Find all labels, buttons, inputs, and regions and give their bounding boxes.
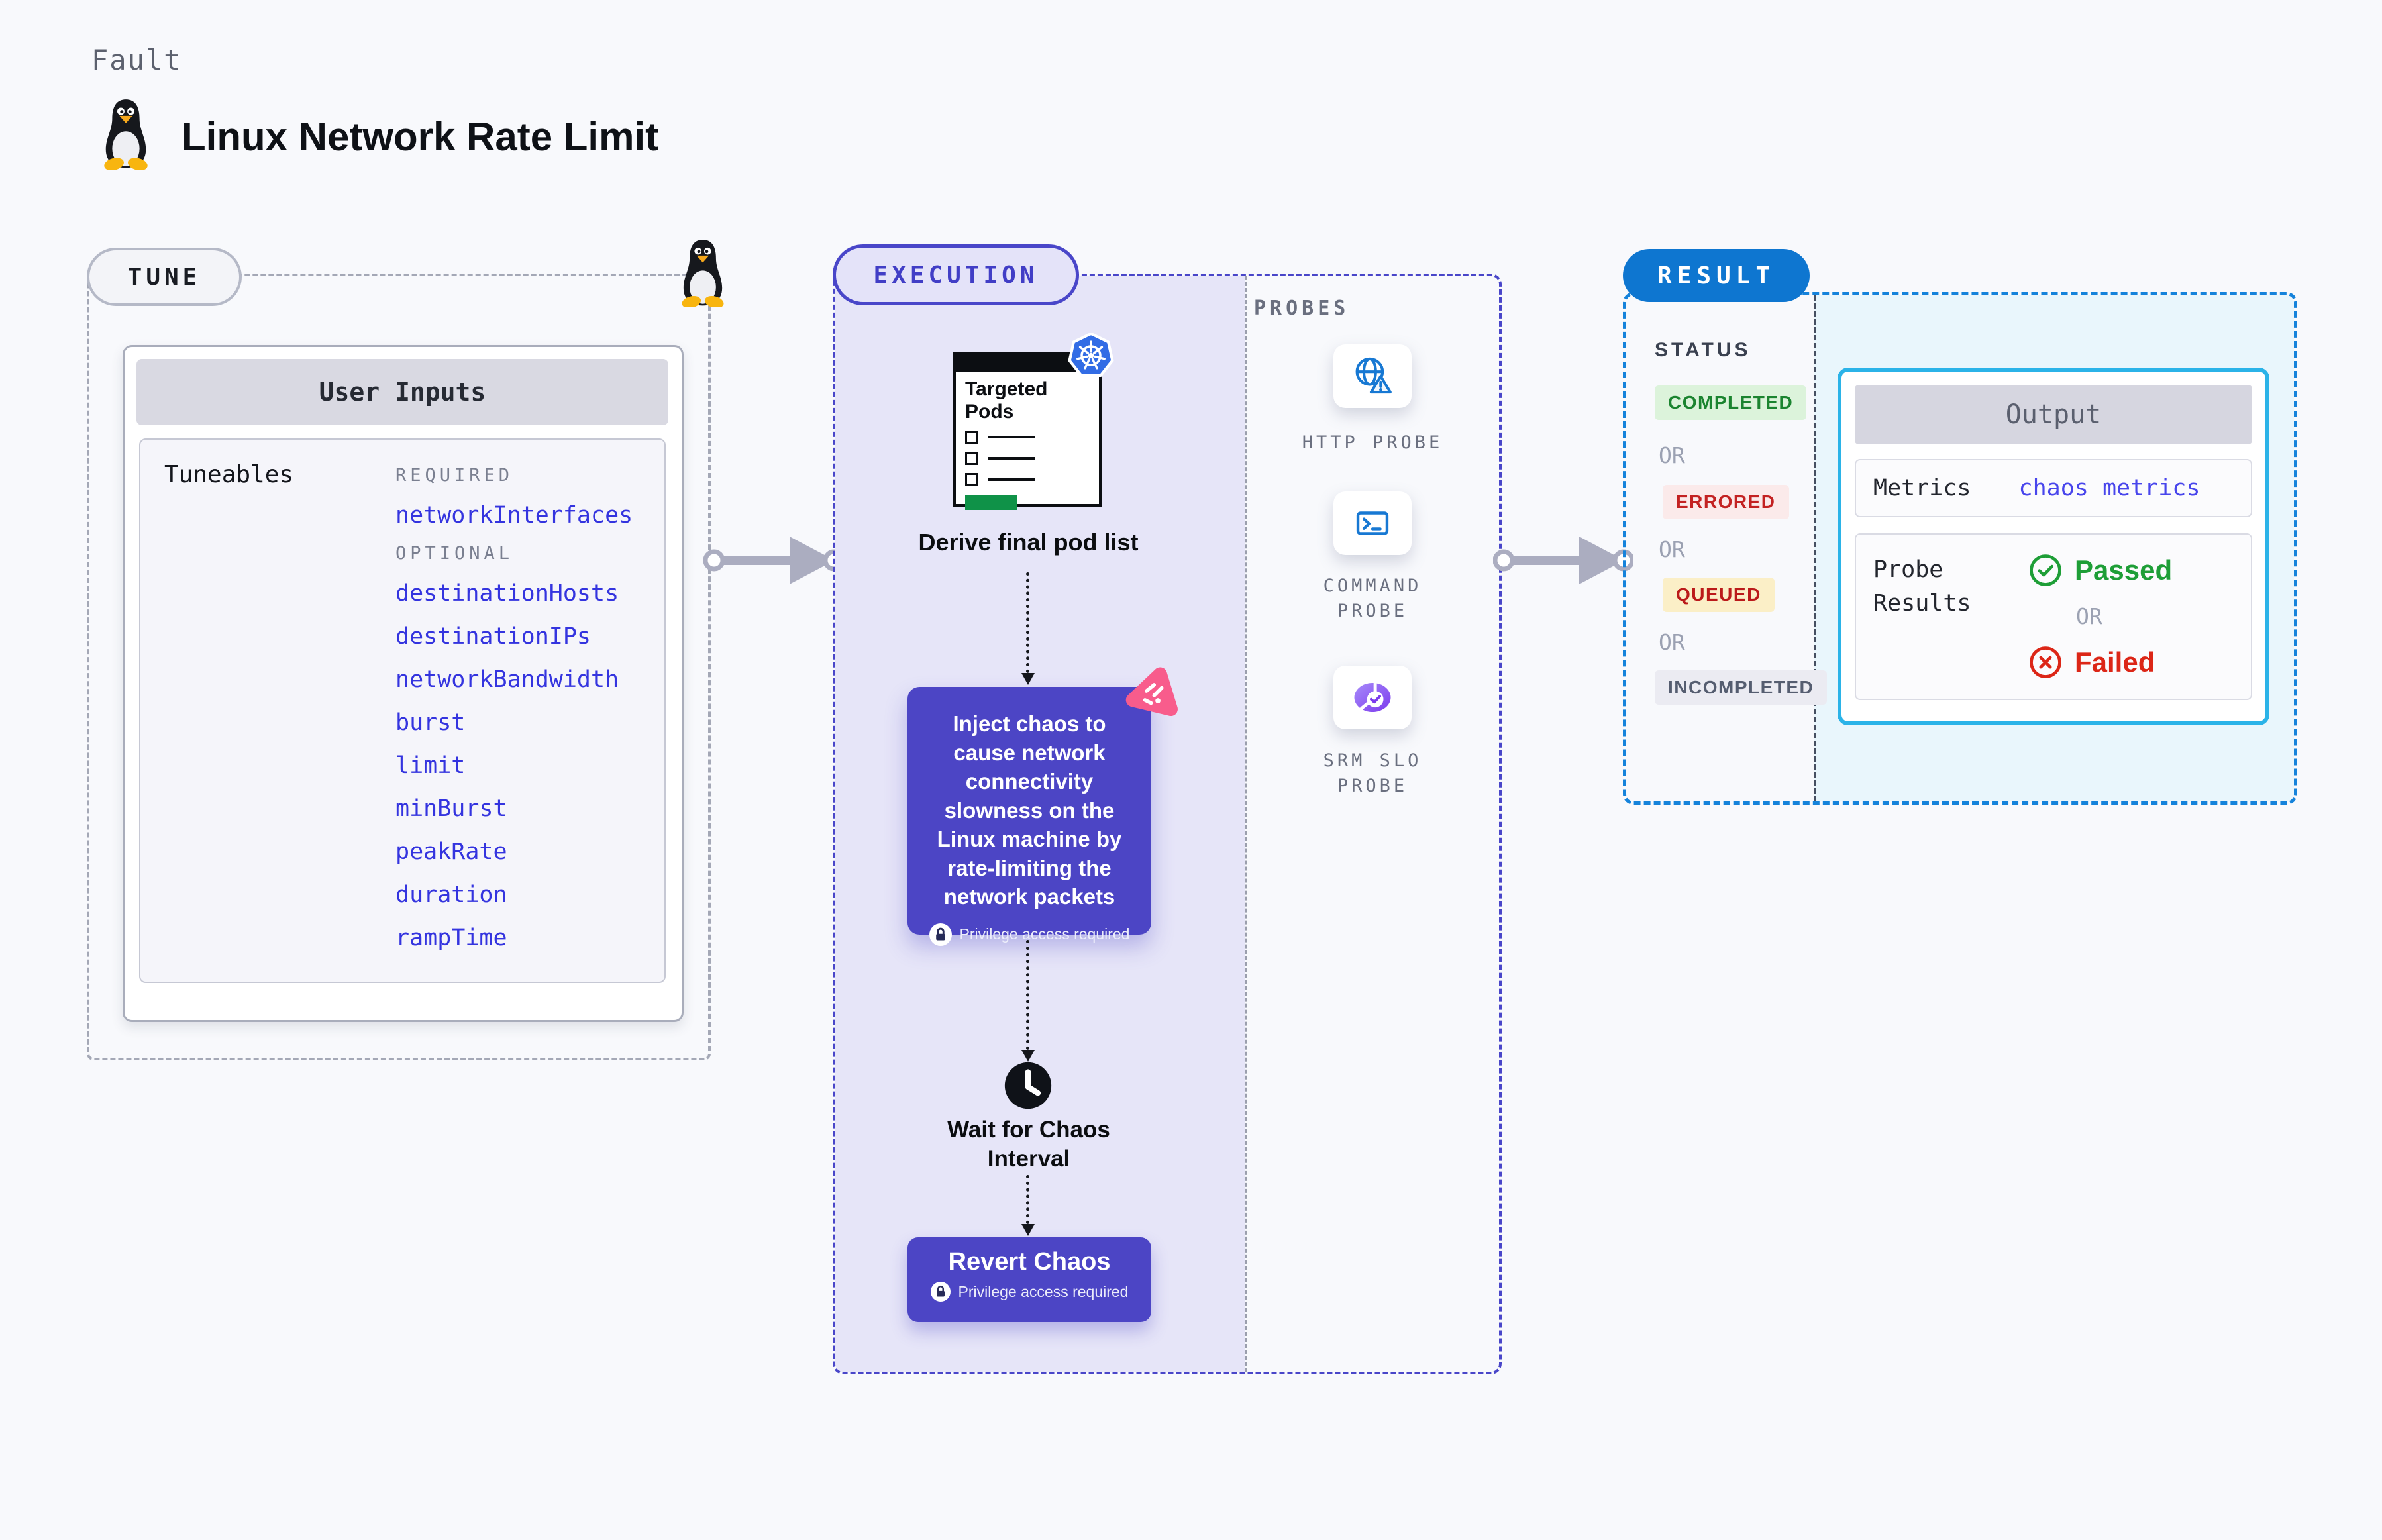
tuneable-item[interactable]: destinationHosts — [395, 580, 619, 607]
tune-section-pill: TUNE — [87, 248, 242, 306]
tuneables-panel: Tuneables REQUIRED networkInterfaces OPT… — [139, 438, 666, 983]
result-divider — [1814, 295, 1816, 801]
tuneable-item[interactable]: networkBandwidth — [395, 666, 619, 693]
or-label: OR — [1659, 442, 1685, 468]
http-probe-card — [1333, 344, 1412, 408]
srm-slo-donut-icon — [1354, 682, 1391, 712]
privilege-note: Privilege access required — [959, 925, 1130, 943]
arrowhead-icon — [1021, 1050, 1035, 1062]
page-title: Linux Network Rate Limit — [181, 115, 659, 159]
optional-label: OPTIONAL — [395, 543, 514, 564]
check-circle-icon — [2030, 554, 2061, 586]
tuneable-item[interactable]: minBurst — [395, 796, 507, 822]
status-badge-errored: ERRORED — [1663, 485, 1789, 519]
status-badge-completed: COMPLETED — [1655, 385, 1807, 420]
kubernetes-icon — [1068, 332, 1114, 379]
flow-arrow-icon — [703, 530, 845, 591]
pod-line — [988, 457, 1035, 460]
fault-kind-label: Fault — [91, 44, 182, 76]
tuneable-item[interactable]: networkInterfaces — [395, 502, 633, 529]
pod-line — [988, 478, 1035, 482]
tux-penguin-icon — [674, 237, 731, 309]
user-inputs-header: User Inputs — [136, 359, 668, 425]
arrowhead-icon — [1021, 1224, 1035, 1236]
pod-progress-bar — [965, 495, 1017, 511]
status-badge-incompleted: INCOMPLETED — [1655, 670, 1828, 705]
metrics-label: Metrics — [1873, 475, 1971, 501]
tuneable-item[interactable]: destinationIPs — [395, 623, 592, 650]
srm-slo-probe-label: SRM SLO PROBE — [1323, 750, 1422, 796]
result-section-pill: RESULT — [1623, 249, 1810, 302]
privilege-row: Privilege access required — [907, 1282, 1151, 1302]
clock-icon — [1004, 1061, 1053, 1110]
tuneable-item[interactable]: burst — [395, 709, 466, 736]
x-circle-icon — [2030, 646, 2061, 678]
or-label: OR — [2076, 603, 2102, 629]
metrics-value[interactable]: chaos metrics — [2018, 475, 2201, 501]
revert-chaos-node: Revert Chaos Privilege access required — [907, 1237, 1151, 1322]
status-label: STATUS — [1655, 339, 1751, 361]
chaos-pink-icon — [1121, 665, 1184, 726]
command-probe-label: COMMAND PROBE — [1323, 576, 1422, 621]
lock-icon — [929, 923, 952, 946]
tuneables-label: Tuneables — [164, 461, 294, 488]
or-label: OR — [1659, 629, 1685, 655]
passed-label: Passed — [2075, 554, 2173, 586]
inject-chaos-node: Inject chaos to cause network connectivi… — [907, 687, 1151, 946]
privilege-row: Privilege access required — [922, 923, 1137, 946]
pod-list-row — [965, 452, 1088, 466]
checkbox-icon — [965, 473, 978, 487]
flow-connector — [1026, 1175, 1029, 1224]
probe-results-values: Passed OR Failed — [2028, 553, 2172, 680]
wait-chaos-caption: Wait for Chaos Interval — [947, 1117, 1110, 1172]
probes-section-label: PROBES — [1254, 297, 1350, 320]
output-header: Output — [1855, 385, 2252, 444]
pod-line — [988, 436, 1035, 439]
flow-arrow-icon — [1492, 530, 1635, 591]
revert-chaos-title: Revert Chaos — [948, 1248, 1111, 1276]
checkbox-icon — [965, 452, 978, 466]
tuneable-item[interactable]: peakRate — [395, 839, 507, 865]
tuneable-item[interactable]: rampTime — [395, 925, 507, 951]
probe-results-label: Probe Results — [1873, 556, 1971, 617]
execution-section-pill: EXECUTION — [833, 244, 1079, 305]
tuneable-item[interactable]: duration — [395, 882, 507, 908]
user-inputs-card: User Inputs Tuneables REQUIRED networkIn… — [123, 345, 684, 1022]
privilege-note: Privilege access required — [958, 1282, 1129, 1300]
failed-label: Failed — [2075, 646, 2155, 678]
or-label: OR — [1659, 537, 1685, 562]
command-probe-card — [1333, 491, 1412, 555]
failed-line: Failed — [2028, 645, 2172, 680]
lock-icon — [930, 1282, 951, 1302]
flow-connector — [1026, 940, 1029, 1050]
http-probe-label: HTTP PROBE — [1302, 433, 1443, 453]
srm-slo-probe-card — [1333, 666, 1412, 729]
pod-list-row — [965, 431, 1088, 444]
passed-line: Passed — [2028, 553, 2172, 588]
command-terminal-icon — [1356, 511, 1389, 535]
targeted-pods-node: Targeted Pods — [953, 352, 1102, 511]
output-panel: Output Metrics chaos metrics Probe Resul… — [1838, 368, 2269, 725]
http-globe-warning-icon — [1355, 357, 1392, 394]
targeted-pods-title: Targeted Pods — [965, 378, 1048, 423]
inject-chaos-text: Inject chaos to cause network connectivi… — [937, 711, 1122, 909]
tux-penguin-icon — [97, 97, 155, 171]
tuneable-item[interactable]: limit — [395, 752, 466, 779]
derive-pod-list-caption: Derive final pod list — [918, 529, 1139, 556]
probes-divider — [1245, 276, 1247, 1372]
status-badge-queued: QUEUED — [1663, 578, 1775, 612]
tuneables-list: REQUIRED networkInterfaces OPTIONAL dest… — [395, 462, 633, 964]
pods-card-body: Targeted Pods — [965, 378, 1088, 511]
probe-results-row: Probe Results Passed OR Failed — [1855, 533, 2252, 700]
required-label: REQUIRED — [395, 465, 514, 486]
pod-list-row — [965, 473, 1088, 487]
flow-connector — [1026, 572, 1029, 673]
tune-section-box — [87, 274, 711, 1060]
arrowhead-icon — [1021, 673, 1035, 685]
metrics-row: Metrics chaos metrics — [1855, 459, 2252, 517]
checkbox-icon — [965, 431, 978, 444]
